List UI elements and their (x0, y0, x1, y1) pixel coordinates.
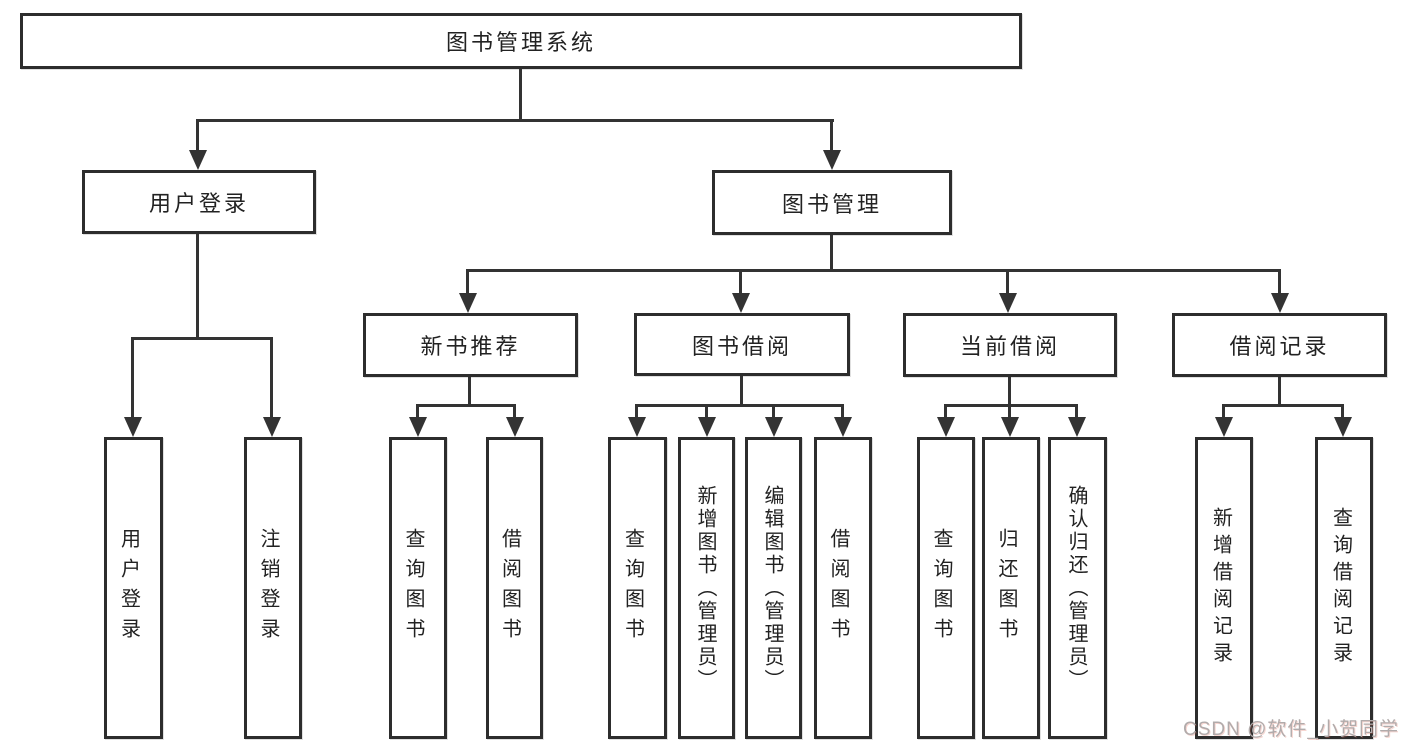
node-label: 图书借阅 (691, 333, 792, 359)
node-label: 查询图书 (402, 528, 424, 648)
connector-line (416, 404, 516, 407)
node-label: 归还图书 (995, 528, 1017, 648)
csdn-watermark: CSDN @软件_小贺同学 (1183, 719, 1399, 740)
connector-line (1222, 404, 1225, 419)
connector-line (196, 119, 199, 154)
leaf-add-books-admin: 新增图书（管理员） (678, 437, 735, 739)
arrow-down-icon (823, 150, 841, 170)
leaf-return-books: 归还图书 (982, 437, 1040, 739)
arrow-down-icon (765, 417, 783, 437)
node-label: 用户登录 (148, 191, 249, 216)
arrow-down-icon (189, 150, 207, 170)
node-current-borrowing: 当前借阅 (903, 313, 1117, 377)
leaf-query-books-borrowing: 查询图书 (608, 437, 667, 739)
arrow-down-icon (409, 417, 427, 437)
node-label: 编辑图书（管理员） (761, 484, 783, 692)
connector-line (830, 235, 833, 271)
node-book-management: 图书管理 (712, 170, 952, 235)
connector-line (739, 269, 742, 295)
connector-line (740, 376, 743, 407)
connector-line (131, 337, 134, 420)
node-label: 查询图书 (621, 528, 644, 648)
connector-line (468, 377, 471, 407)
connector-line (270, 337, 273, 420)
connector-line (196, 234, 199, 338)
connector-line (131, 337, 273, 340)
connector-line (1222, 404, 1344, 407)
node-label: 注销登录 (257, 528, 279, 648)
connector-line (830, 119, 833, 154)
leaf-query-books-recommend: 查询图书 (389, 437, 447, 739)
node-label: 新增图书（管理员） (694, 484, 716, 692)
arrow-down-icon (1001, 417, 1019, 437)
node-label: 查询借阅记录 (1329, 507, 1352, 669)
node-library-management-system: 图书管理系统 (20, 13, 1022, 69)
node-user-login: 用户登录 (82, 170, 316, 234)
arrow-down-icon (124, 417, 142, 437)
node-label: 借阅图书 (498, 528, 521, 648)
leaf-confirm-return-admin: 确认归还（管理员） (1048, 437, 1107, 739)
leaf-borrow-books-recommend: 借阅图书 (486, 437, 543, 739)
connector-line (196, 119, 834, 122)
arrow-down-icon (263, 417, 281, 437)
connector-line (944, 404, 947, 419)
node-book-borrowing: 图书借阅 (634, 313, 850, 376)
node-borrowing-records: 借阅记录 (1172, 313, 1387, 377)
node-label: 用户登录 (117, 528, 140, 648)
node-label: 查询图书 (930, 528, 952, 648)
leaf-user-login: 用户登录 (104, 437, 163, 739)
node-label: 当前借阅 (959, 334, 1060, 359)
connector-line (944, 404, 1078, 407)
connector-line (635, 404, 844, 407)
connector-line (513, 404, 516, 419)
node-label: 借阅图书 (827, 528, 849, 648)
node-label: 图书管理 (781, 191, 882, 217)
node-label: 新增借阅记录 (1209, 507, 1232, 669)
arrow-down-icon (999, 293, 1017, 313)
connector-line (772, 404, 775, 419)
leaf-edit-books-admin: 编辑图书（管理员） (745, 437, 802, 739)
connector-line (416, 404, 419, 419)
arrow-down-icon (628, 417, 646, 437)
connector-line (841, 404, 844, 419)
connector-line (1075, 404, 1078, 419)
connector-line (1278, 269, 1281, 295)
leaf-query-books-current: 查询图书 (917, 437, 975, 739)
leaf-add-borrow-record: 新增借阅记录 (1195, 437, 1253, 739)
arrow-down-icon (459, 293, 477, 313)
leaf-query-borrow-record: 查询借阅记录 (1315, 437, 1373, 739)
arrow-down-icon (937, 417, 955, 437)
connector-line (466, 269, 1281, 272)
node-new-book-recommendation: 新书推荐 (363, 313, 578, 377)
arrow-down-icon (698, 417, 716, 437)
connector-line (635, 404, 638, 419)
node-label: 确认归还（管理员） (1065, 484, 1087, 692)
node-label: 新书推荐 (420, 334, 521, 359)
arrow-down-icon (732, 293, 750, 313)
connector-line (466, 269, 469, 295)
leaf-borrow-books-borrowing: 借阅图书 (814, 437, 872, 739)
arrow-down-icon (834, 417, 852, 437)
arrow-down-icon (1068, 417, 1086, 437)
connector-line (1008, 404, 1011, 419)
connector-line (705, 404, 708, 419)
arrow-down-icon (1334, 417, 1352, 437)
arrow-down-icon (1215, 417, 1233, 437)
connector-line (1341, 404, 1344, 419)
node-label: 图书管理系统 (445, 30, 596, 55)
leaf-logout: 注销登录 (244, 437, 302, 739)
connector-line (1006, 269, 1009, 295)
arrow-down-icon (506, 417, 524, 437)
connector-line (1278, 377, 1281, 407)
arrow-down-icon (1271, 293, 1289, 313)
connector-line (1008, 377, 1011, 407)
connector-line (519, 69, 522, 119)
node-label: 借阅记录 (1229, 334, 1330, 359)
